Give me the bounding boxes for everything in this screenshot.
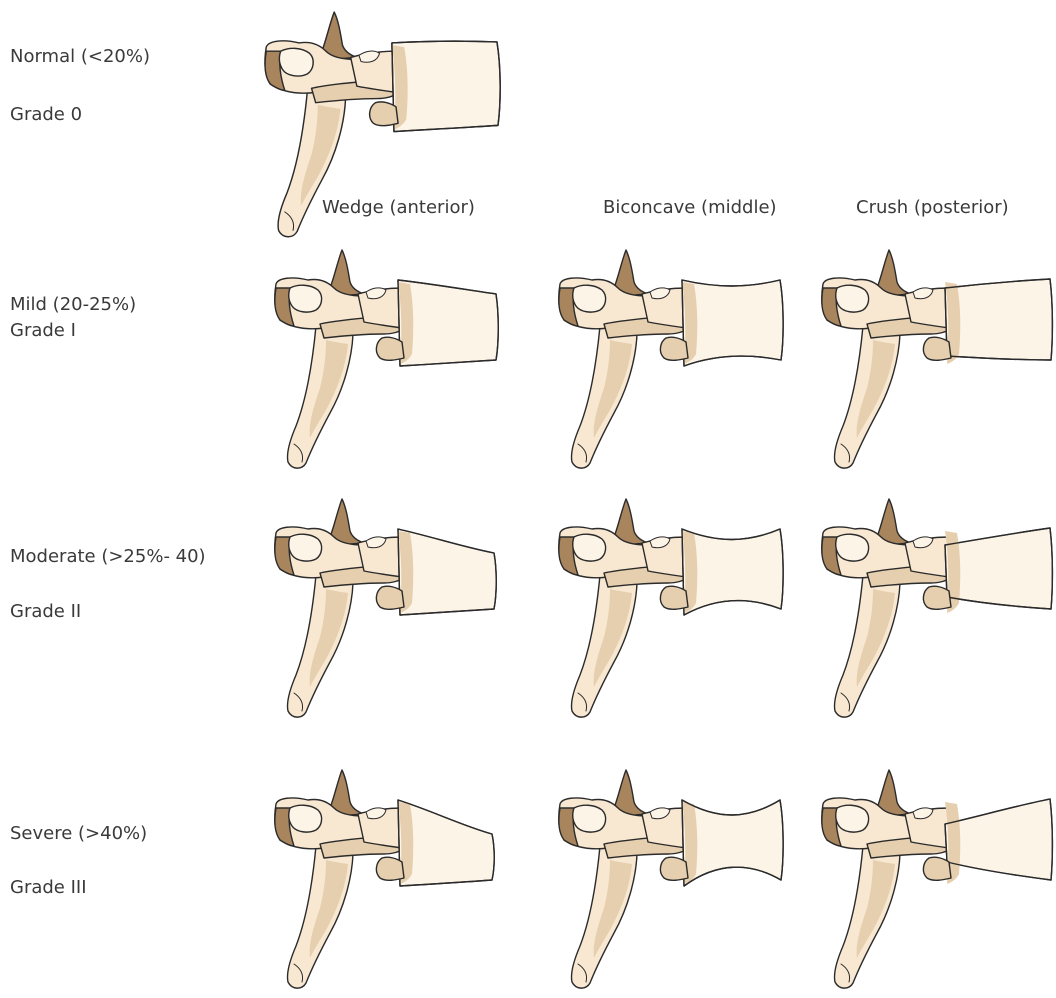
inferior-facet	[660, 857, 688, 880]
row-label-mild: Mild (20-25%)	[10, 294, 136, 316]
row-grade-mild: Grade I	[10, 320, 76, 342]
row-label-moderate: Moderate (>25%- 40)	[10, 546, 206, 568]
vertebra-normal-grade-0	[258, 10, 505, 247]
row-label-normal: Normal (<20%)	[10, 46, 150, 68]
vertebral-body	[392, 41, 500, 131]
vertebral-body	[945, 279, 1052, 360]
column-header-biconcave: Biconcave (middle)	[603, 197, 777, 219]
inferior-facet	[376, 586, 404, 609]
inferior-facet	[923, 857, 951, 880]
inferior-facet	[376, 337, 404, 360]
vertebra-crush-grade-1	[815, 248, 1055, 478]
vertebra-wedge-grade-1	[268, 248, 508, 478]
inferior-facet	[370, 102, 398, 126]
vertebral-body	[945, 528, 1052, 609]
inferior-facet	[923, 337, 951, 360]
row-grade-severe: Grade III	[10, 877, 87, 899]
vertebra-biconcave-grade-2	[552, 497, 792, 727]
column-header-crush: Crush (posterior)	[856, 197, 1009, 219]
row-grade-normal: Grade 0	[10, 104, 82, 126]
vertebra-crush-grade-2	[815, 497, 1055, 727]
row-grade-moderate: Grade II	[10, 601, 81, 623]
inferior-facet	[923, 586, 951, 609]
vertebra-biconcave-grade-3	[552, 768, 792, 998]
vertebra-wedge-grade-2	[268, 497, 508, 727]
inferior-facet	[376, 857, 404, 880]
vertebra-biconcave-grade-1	[552, 248, 792, 478]
inferior-facet	[660, 337, 688, 360]
vertebra-wedge-grade-3	[268, 768, 508, 998]
vertebra-crush-grade-3	[815, 768, 1055, 998]
inferior-facet	[660, 586, 688, 609]
row-label-severe: Severe (>40%)	[10, 823, 147, 845]
